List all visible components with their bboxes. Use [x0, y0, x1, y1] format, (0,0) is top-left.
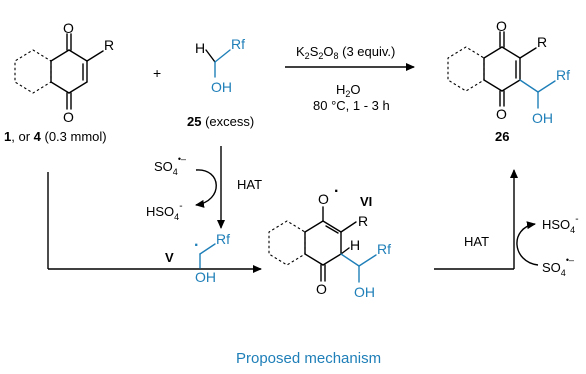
intermediate-v-structure: [199, 243, 216, 269]
reactant-label: 1, or 4 (0.3 mmol): [4, 129, 107, 144]
intermediate-vi-bottom-oxygen: O: [316, 281, 327, 297]
reagent-h-atom: H: [195, 40, 205, 56]
intermediate-vi-structure: [268, 206, 377, 283]
reagent-label: 25 (excess): [187, 114, 254, 129]
intermediate-vi-rf-group: Rf: [377, 241, 391, 257]
reactant-r-group: R: [104, 37, 114, 53]
intermediate-vi-label: VI: [360, 194, 372, 209]
hat-label-right: HAT: [464, 234, 489, 249]
intermediate-vi-hydroxyl: OH: [354, 284, 375, 300]
intermediate-vi-r-group: R: [358, 213, 368, 229]
intermediate-v-label: V: [165, 250, 174, 265]
sulfate-radical-right: SO4•–: [542, 255, 574, 278]
oxidant-condition: K2S2O8 (3 equiv.): [296, 44, 395, 61]
quinone-reactant-structure: [14, 33, 104, 110]
product-rf-group: Rf: [556, 67, 570, 83]
reactant-bottom-oxygen: O: [63, 109, 74, 125]
product-top-oxygen: O: [496, 18, 507, 34]
temperature-time-condition: 80 °C, 1 - 3 h: [313, 98, 390, 113]
mechanism-caption: Proposed mechanism: [236, 350, 381, 367]
intermediate-v-radical-dot: ·: [194, 237, 199, 254]
reagent-structure: [205, 49, 231, 78]
product-structure: [447, 31, 556, 109]
bisulfate-left: HSO4-: [146, 201, 183, 222]
intermediate-vi-radical-dot: ·: [334, 183, 339, 200]
reagent-hydroxyl: OH: [211, 79, 232, 95]
reactant-top-oxygen: O: [63, 20, 74, 36]
intermediate-v-rf-group: Rf: [216, 231, 230, 247]
sulfate-radical-top: SO4•–: [154, 154, 186, 177]
product-label: 26: [495, 129, 509, 144]
reagent-rf-group: Rf: [231, 36, 245, 52]
hat-label-left: HAT: [237, 177, 262, 192]
intermediate-vi-h-atom: H: [350, 237, 360, 253]
product-r-group: R: [537, 34, 547, 50]
intermediate-v-hydroxyl: OH: [195, 269, 216, 285]
bisulfate-right: HSO4-: [542, 214, 579, 235]
solvent-condition: H2O: [336, 82, 361, 99]
product-hydroxyl: OH: [532, 110, 553, 126]
intermediate-vi-oxygen: O: [318, 191, 329, 207]
product-bottom-oxygen: O: [496, 106, 507, 122]
hat-curved-arrow-right: [516, 221, 539, 266]
hat-curved-arrow-left: [195, 169, 217, 208]
plus-sign: +: [153, 65, 161, 81]
